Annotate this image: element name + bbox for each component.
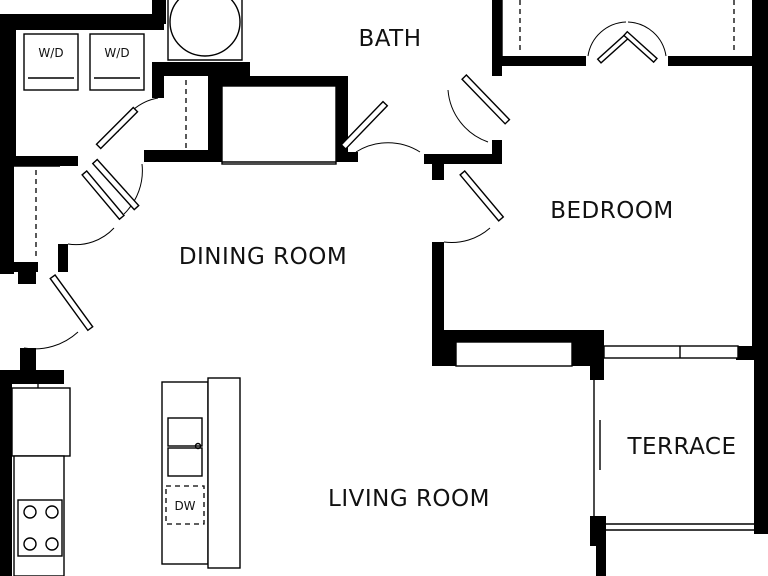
wall-left-upper — [0, 14, 16, 164]
pantry-cabinet — [11, 387, 71, 457]
bedroom-window-opening — [455, 341, 573, 367]
terrace-label: TERRACE — [626, 434, 736, 460]
wall-linen-top — [156, 62, 250, 76]
dishwasher-label: DW — [174, 499, 195, 513]
bedroom-window — [603, 345, 739, 359]
windows — [222, 161, 756, 531]
washer-dryer-2-label: W/D — [104, 46, 129, 60]
closets — [14, 0, 735, 576]
wall-left-lower-b — [0, 370, 64, 384]
wall-laundry-top — [0, 14, 164, 30]
island-bar — [207, 377, 241, 569]
faucet — [194, 442, 202, 450]
wall-linen-left — [152, 62, 164, 98]
door-swing-closet-left — [587, 21, 627, 57]
living-room-label: LIVING ROOM — [328, 486, 490, 512]
wall-closet-block — [18, 262, 36, 284]
laundry: W/D W/D — [23, 33, 145, 91]
wall-bedroom-left-top — [432, 154, 444, 180]
dishwasher — [165, 485, 205, 525]
wall-left-lower-c — [0, 370, 12, 576]
wall-closet-bottom-stub — [58, 244, 68, 272]
sink-basin-1 — [167, 417, 203, 447]
closet-bath-box — [221, 85, 337, 165]
wall-bath-right-upper — [492, 0, 502, 76]
door-leaf-bath-right — [461, 74, 511, 125]
wall-bedroom-top-left — [492, 56, 586, 66]
wall-bedroom-bottom-a — [432, 330, 572, 342]
door-swing-laundry — [123, 163, 143, 215]
door-leaf-entry — [49, 274, 94, 332]
burner-4 — [45, 537, 59, 551]
wall-bedroom-pier-2 — [590, 330, 604, 380]
door-leaf-bath-left — [340, 100, 389, 150]
wall-linen-right — [208, 62, 222, 162]
burner-3 — [23, 537, 37, 551]
door-swing-bedroom — [443, 227, 491, 243]
sink-basin-2 — [167, 447, 203, 477]
washer-dryer-1-label: W/D — [38, 46, 63, 60]
wall-bedroom-bottom-b — [432, 330, 456, 366]
bathtub — [167, 0, 243, 61]
wall-bedroom-window-end — [736, 346, 768, 360]
wall-bath-right-lower — [492, 140, 502, 164]
wall-bath-bottom-right — [424, 154, 502, 164]
burner-2 — [45, 505, 59, 519]
door-swing-closet-right — [627, 21, 667, 57]
door-swing-bath-right — [447, 89, 489, 143]
washer-dryer-2 — [89, 33, 145, 91]
wall-linen-bottom — [144, 150, 222, 162]
room-labels: BATH BEDROOM DINING ROOM LIVING ROOM TER… — [179, 26, 736, 512]
wall-closet-top-stub — [668, 0, 756, 4]
door-swing-hall-closet — [67, 227, 115, 246]
door-leaf-hall-closet — [81, 170, 125, 221]
door-leaf-laundry — [91, 158, 140, 211]
doors — [23, 21, 667, 350]
dining-room-label: DINING ROOM — [179, 244, 347, 270]
bedroom-label: BEDROOM — [550, 198, 674, 224]
wall-bedroom-right — [752, 0, 768, 358]
door-swing-bath-left — [355, 142, 421, 153]
wall-laundry-bottom — [0, 156, 78, 166]
wall-left-middle — [0, 156, 14, 274]
wall-terrace-pier — [590, 516, 606, 546]
washer-dryer-1 — [23, 33, 79, 91]
door-swing-entry — [23, 331, 79, 350]
bath-fixtures — [167, 0, 243, 61]
wall-bath-bottom-left — [336, 152, 358, 162]
wall-laundry-right — [152, 0, 166, 24]
wall-terrace-bottom-pier — [596, 544, 606, 576]
door-leaf-closet-right — [622, 30, 658, 64]
kitchen: DW — [11, 377, 241, 576]
door-leaf-bedroom — [459, 170, 505, 222]
wall-terrace-right — [754, 358, 768, 534]
wall-bedroom-top-right — [668, 56, 756, 66]
burner-1 — [23, 505, 37, 519]
bath-label: BATH — [358, 26, 421, 52]
door-leaf-linen — [95, 106, 139, 150]
wall-bath-inner-top — [212, 76, 346, 86]
door-swing-linen — [117, 97, 159, 133]
bathtub-basin — [169, 0, 241, 57]
